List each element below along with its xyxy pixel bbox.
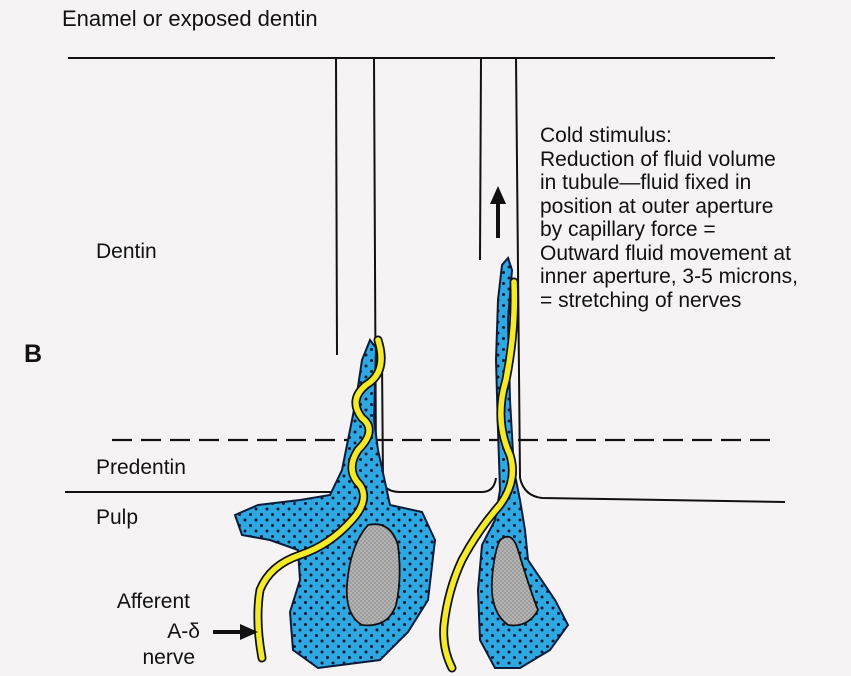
predentin-label: Predentin — [96, 456, 186, 480]
tubule-2-right-wall — [516, 58, 520, 478]
stimulus-line: position at outer aperture — [540, 195, 798, 219]
pulp-boundary-middle — [381, 478, 496, 492]
pulp-label: Pulp — [96, 506, 138, 530]
stimulus-line: Outward fluid movement at — [540, 242, 798, 266]
afferent-label-line3: nerve — [90, 646, 195, 670]
panel-letter: B — [24, 340, 42, 369]
pulp-boundary-right — [520, 478, 785, 502]
stimulus-line: Reduction of fluid volume — [540, 148, 798, 172]
enamel-label: Enamel or exposed dentin — [62, 6, 318, 31]
afferent-label-line2: A-δ — [90, 620, 200, 644]
afferent-label-line1: Afferent — [90, 590, 190, 614]
fluid-movement-arrow-head — [490, 186, 506, 204]
tubule-2-left-wall — [480, 58, 481, 260]
tubule-1-left-wall — [336, 58, 337, 355]
tubule-1-right-wall-lower — [382, 360, 383, 482]
stimulus-line: by capillary force = — [540, 218, 798, 242]
stimulus-line: = stretching of nerves — [540, 289, 798, 313]
stimulus-line: in tubule—fluid fixed in — [540, 171, 798, 195]
dentin-label: Dentin — [96, 240, 157, 264]
cold-stimulus-caption: Cold stimulus: Reduction of fluid volume… — [540, 124, 798, 312]
stimulus-line: Cold stimulus: — [540, 124, 798, 148]
stimulus-line: inner aperture, 3-5 microns, — [540, 265, 798, 289]
